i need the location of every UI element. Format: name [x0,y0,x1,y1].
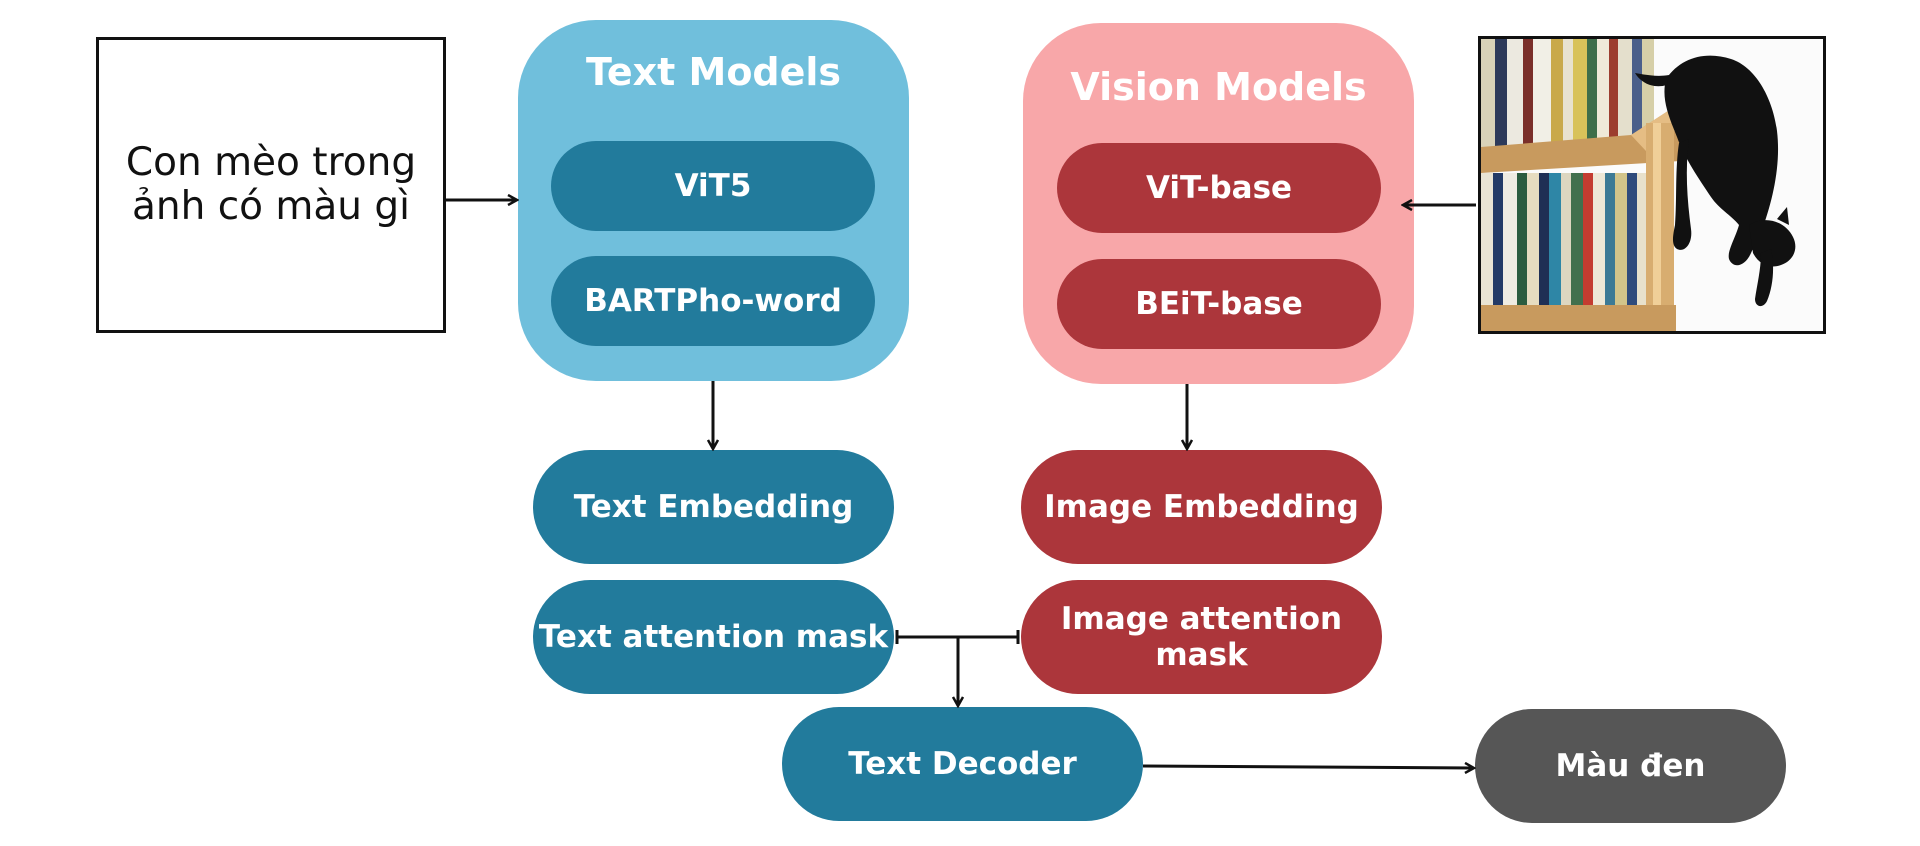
text-model-vit5: ViT5 [551,141,875,231]
lower-books [1481,173,1646,305]
upper-books [1481,39,1654,147]
input-image-cat [1478,36,1826,334]
answer-node: Màu đen [1475,709,1786,823]
text-decoder-node: Text Decoder [782,707,1143,821]
upper-shelf-board [1481,109,1686,173]
lower-shelf-board [1481,305,1676,331]
text-attention-mask-node: Text attention mask [533,580,894,694]
text-embedding-node: Text Embedding [533,450,894,564]
arrow-decoder-to-answer [1142,766,1473,768]
image-attention-mask-node: Image attention mask [1021,580,1382,694]
image-embedding-node: Image Embedding [1021,450,1382,564]
question-line-1: Con mèo trong [125,140,417,185]
vision-model-vit-base: ViT-base [1057,143,1381,233]
black-cat [1635,55,1796,307]
vision-models-title: Vision Models [1070,65,1367,109]
question-input-box: Con mèo trong ảnh có màu gì [96,37,446,333]
text-model-bartpho-word: BARTPho-word [551,256,875,346]
vision-model-beit-base: BEiT-base [1057,259,1381,349]
text-models-title: Text Models [585,50,842,94]
cat-bookshelf-image [1481,39,1823,331]
question-line-2: ảnh có màu gì [131,184,410,229]
